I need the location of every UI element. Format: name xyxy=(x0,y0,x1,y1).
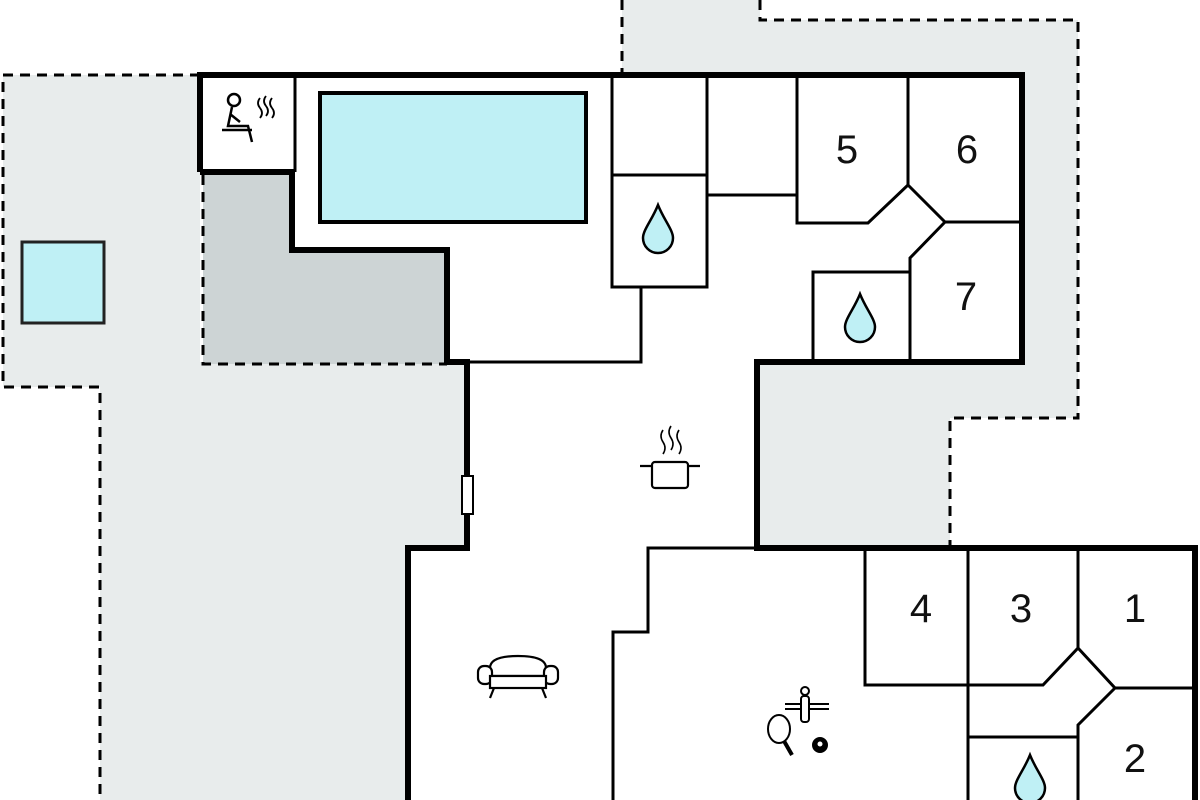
wall xyxy=(795,75,910,225)
games-icon xyxy=(767,686,829,756)
bathroom-drop-icon xyxy=(1013,751,1047,800)
wall xyxy=(908,220,947,362)
right-terrace-border xyxy=(758,0,1080,548)
door-marker xyxy=(461,475,474,515)
wall xyxy=(611,546,757,800)
wall xyxy=(610,75,709,289)
room-number-7: 7 xyxy=(955,275,977,319)
sofa-icon xyxy=(476,654,560,699)
right-terrace xyxy=(622,0,1078,548)
room-number-4: 4 xyxy=(910,587,932,631)
room-number-5: 5 xyxy=(836,128,858,172)
room-number-3: 3 xyxy=(1010,587,1032,631)
wall xyxy=(968,548,1080,687)
room-number-6: 6 xyxy=(956,128,978,172)
exterior-wall xyxy=(200,169,470,800)
left-terrace xyxy=(3,75,467,800)
wall xyxy=(447,287,643,364)
bathroom-drop-icon xyxy=(843,290,877,344)
garden-pool xyxy=(20,240,106,325)
room-number-2: 2 xyxy=(1124,737,1146,781)
covered-terrace-border xyxy=(201,175,447,366)
exterior-wall xyxy=(197,72,1198,800)
indoor-pool xyxy=(318,91,588,224)
wall xyxy=(811,270,910,362)
room-number-1: 1 xyxy=(1124,587,1146,631)
sauna-icon xyxy=(222,92,275,143)
wall xyxy=(1076,686,1117,800)
wall xyxy=(863,548,968,687)
covered-terrace xyxy=(203,175,447,364)
kitchen-pot-icon xyxy=(640,425,700,490)
bathroom-drop-icon xyxy=(641,201,675,255)
